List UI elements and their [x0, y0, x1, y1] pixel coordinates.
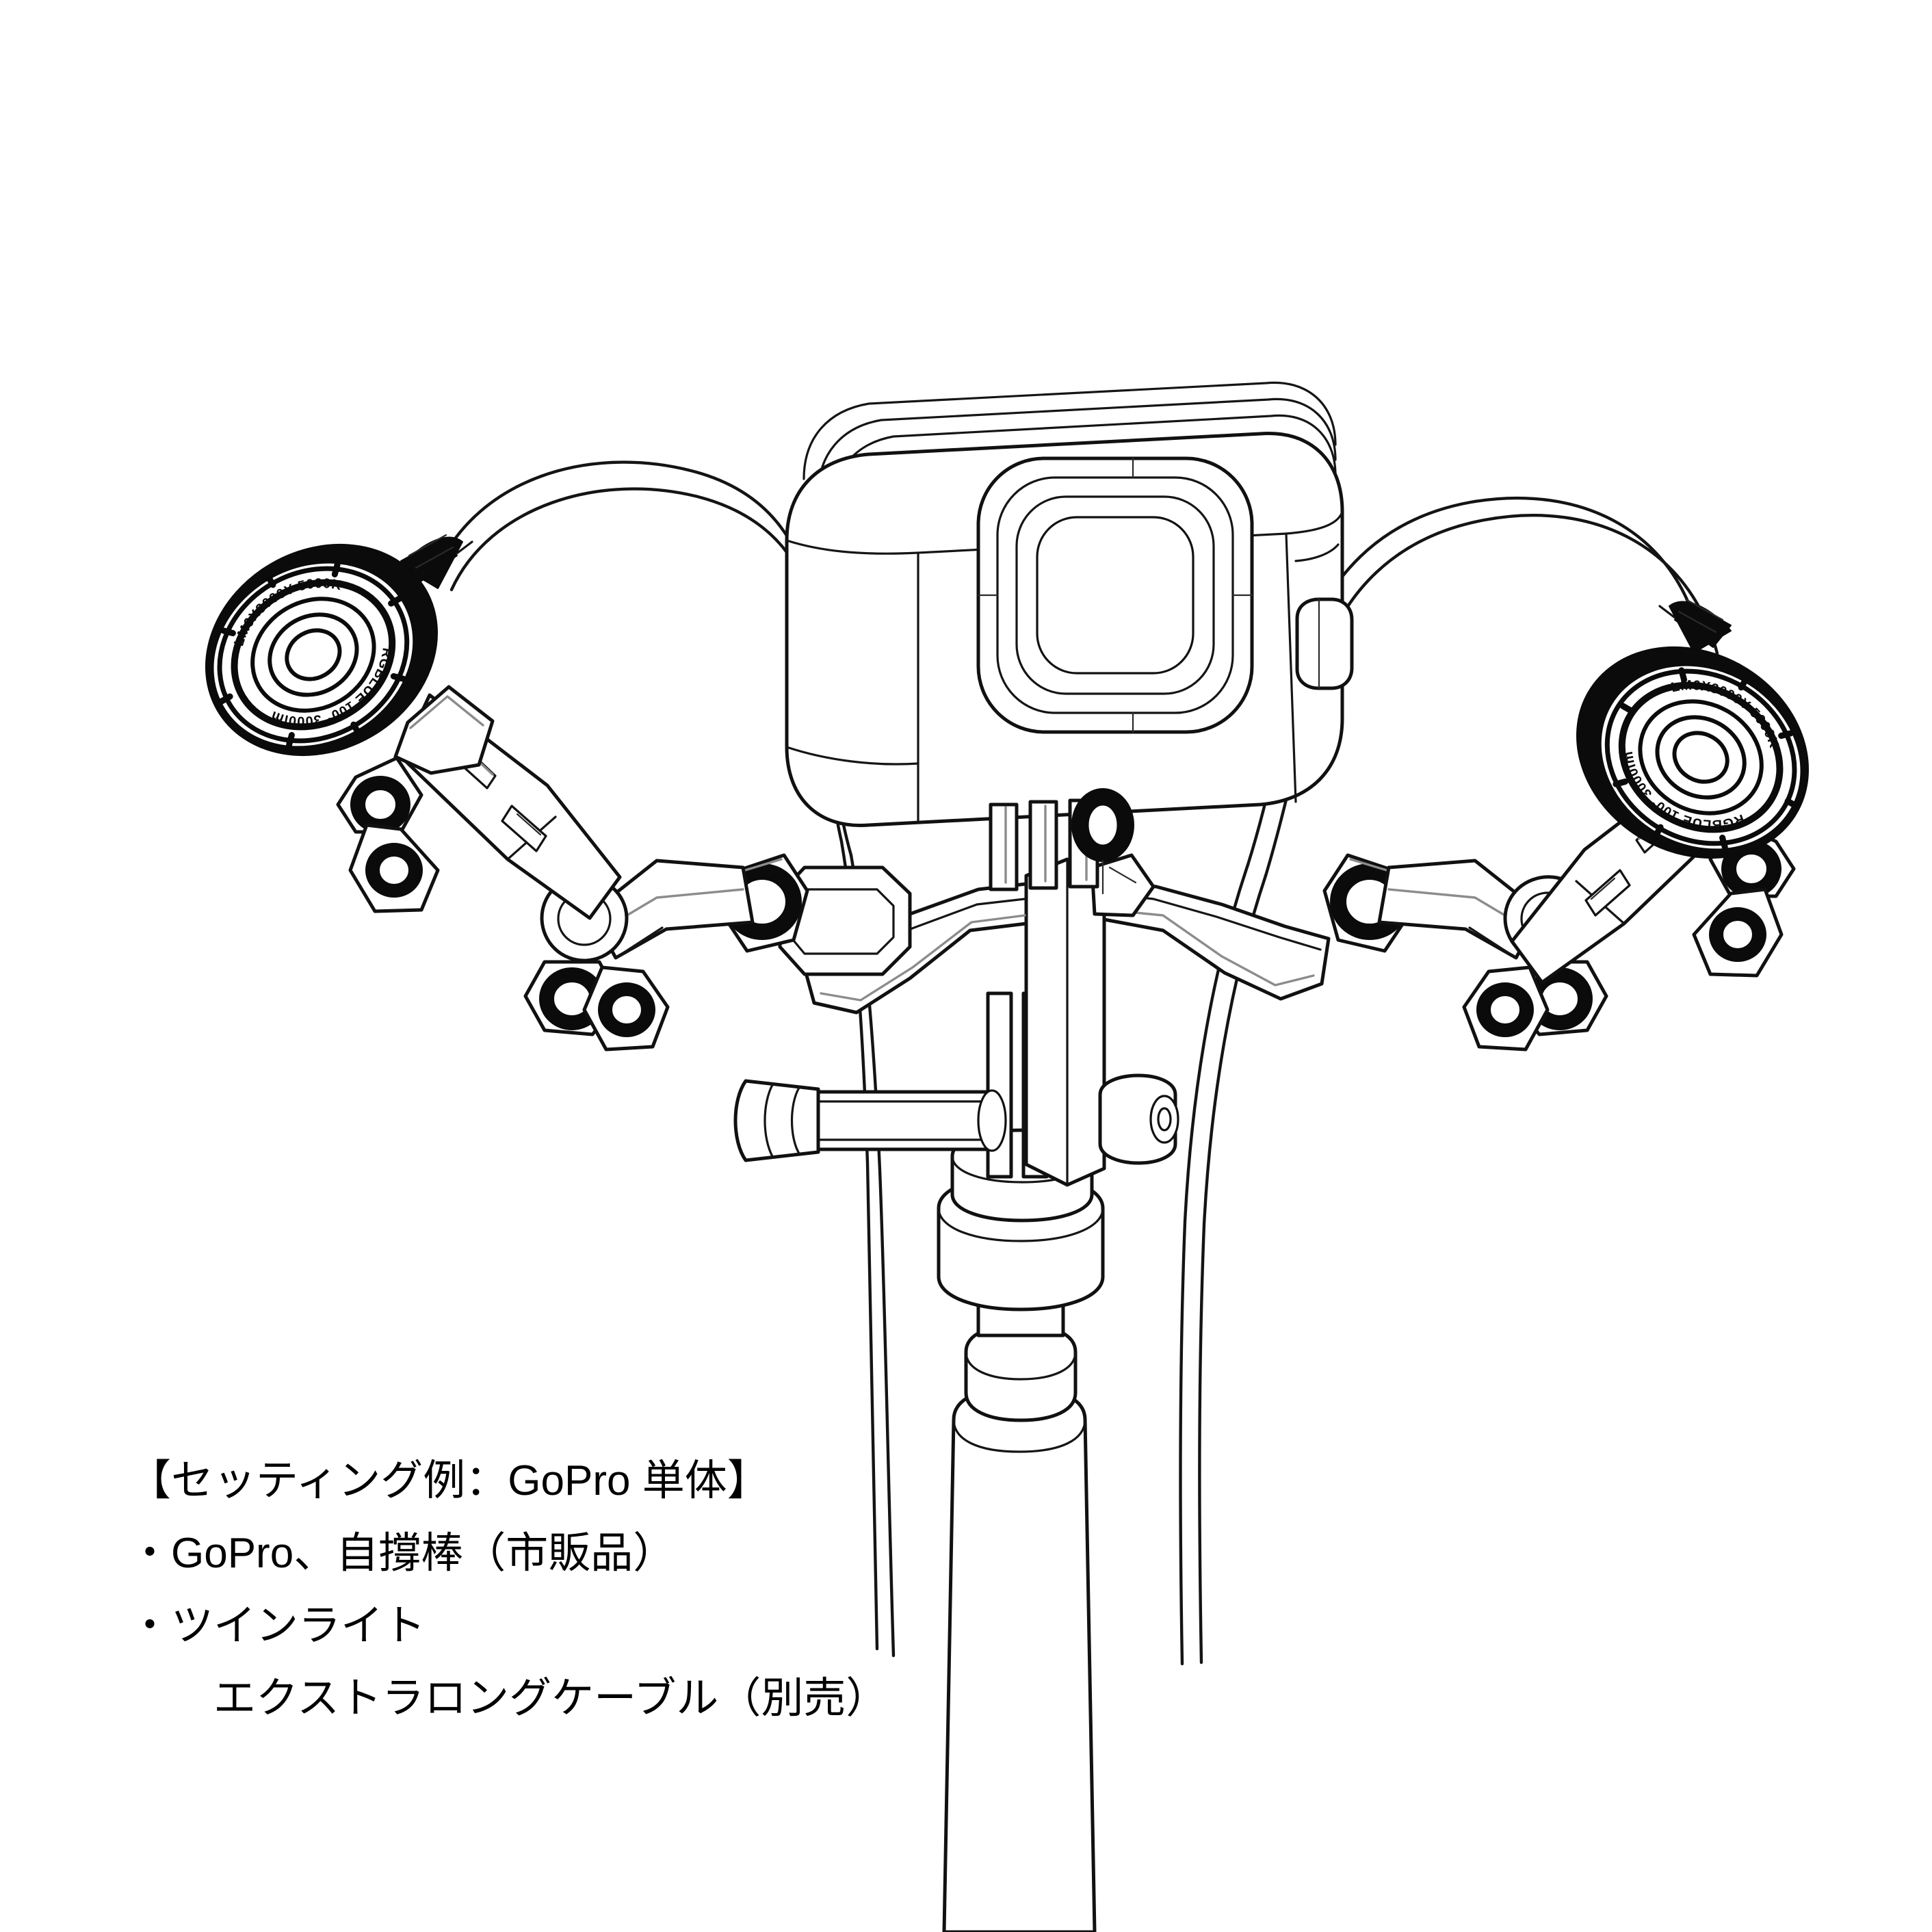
gopro-camera-housing [785, 381, 1354, 895]
caption-item-gopro: ・GoPro、自撐棒（市販品） [129, 1530, 676, 1577]
left-light-arm: LM6X3000Y 5000K RGBLUE 100° 3000lm [205, 534, 809, 1052]
caption-item-cable: エクストラロングケーブル（別売） [171, 1675, 889, 1722]
caption-block: 【セッティング例：GoPro 単体】 ・GoPro、自撐棒（市販品） ・ツインラ… [129, 1460, 1155, 1720]
left-light-head: LM6X3000Y 5000K RGBLUE 100° 3000lm [205, 534, 473, 757]
left-yoke [336, 685, 495, 834]
caption-item-twinlight: ・ツインライト [129, 1602, 426, 1649]
right-light-arm: LM6X3000Y 5000K RGBLUE 100° 3000lm [1322, 598, 1809, 1052]
caption-heading: 【セッティング例：GoPro 単体】 [129, 1457, 770, 1504]
camera-tray-bracket [733, 853, 1331, 1187]
